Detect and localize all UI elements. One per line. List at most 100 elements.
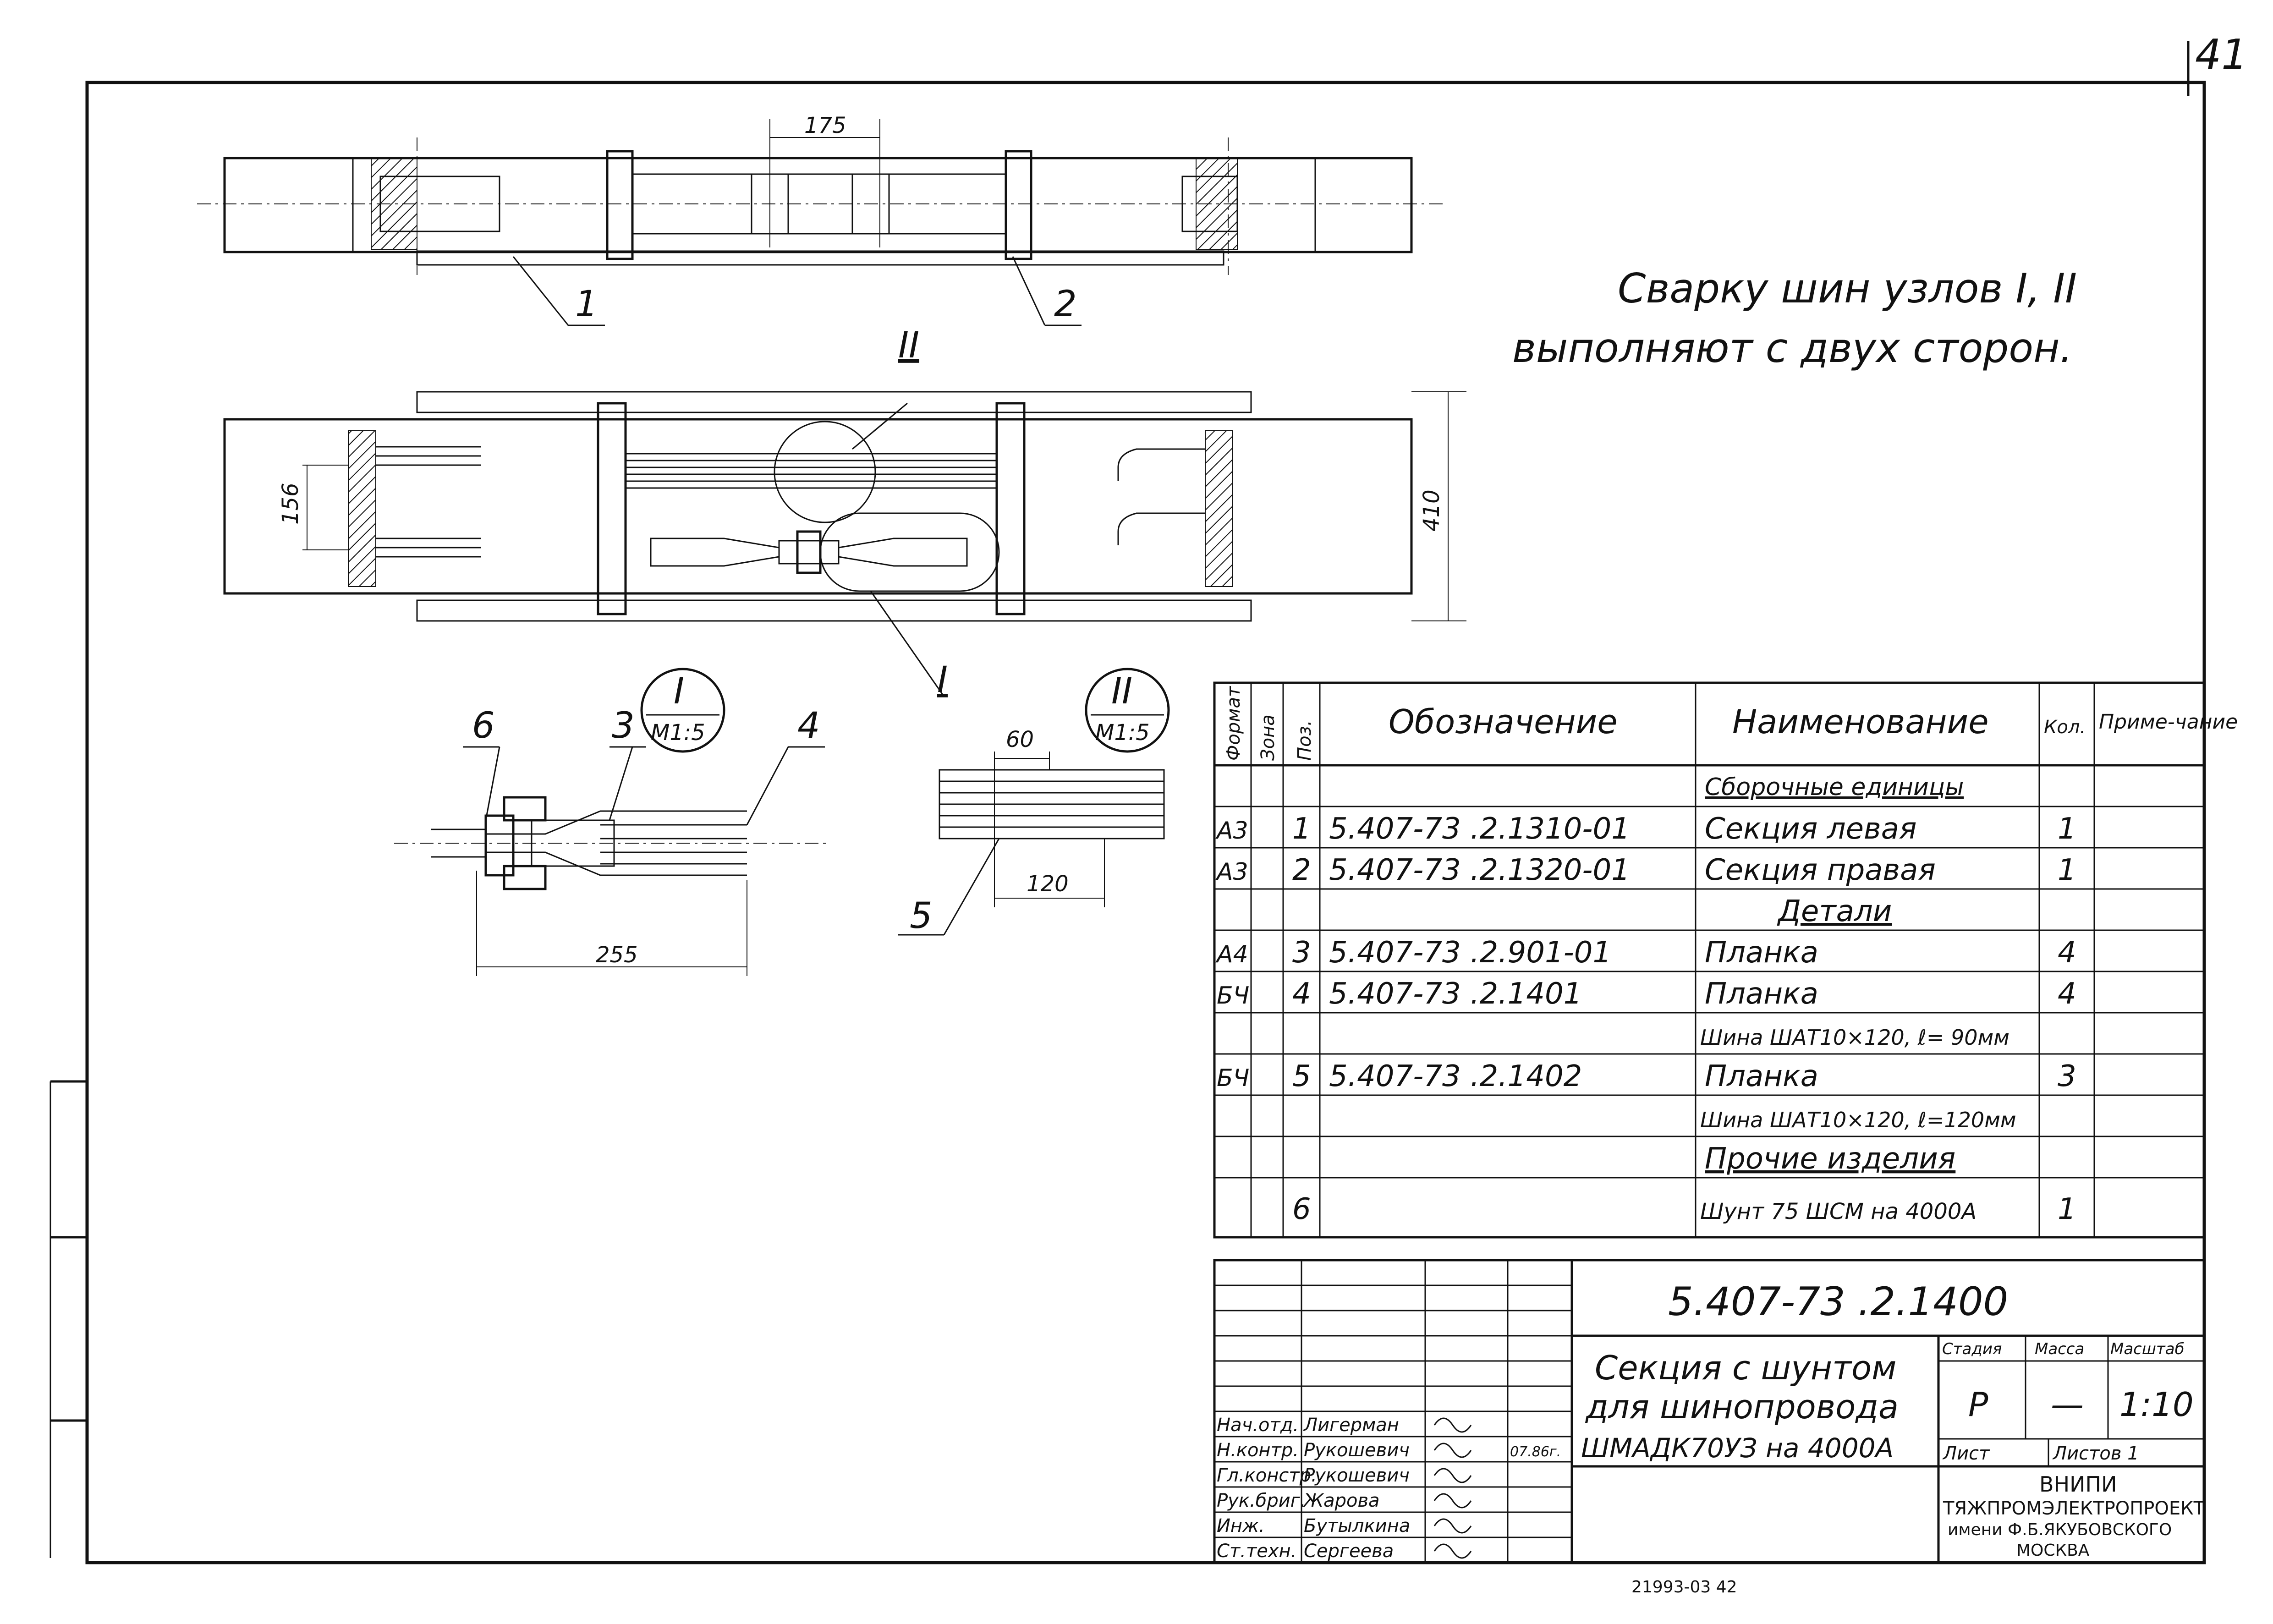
row-1-designation: 5.407-73 .2.1310-01 <box>1329 812 1630 846</box>
signer-0-role: Нач.отд. <box>1217 1415 1299 1436</box>
header-qty: Кол. <box>2044 717 2086 738</box>
row-1-qty: 1 <box>2058 812 2076 846</box>
title-line-1: Секция с шунтом <box>1595 1349 1896 1387</box>
row-7-qty: 3 <box>2058 1059 2076 1093</box>
row-1-name: Секция левая <box>1705 812 1916 846</box>
row-10-name: Шунт 75 ШСМ на 4000А <box>1700 1199 1977 1224</box>
row-1-pos: 1 <box>1292 812 1311 846</box>
row-2-designation: 5.407-73 .2.1320-01 <box>1329 853 1630 887</box>
row-4-designation: 5.407-73 .2.901-01 <box>1329 936 1611 970</box>
row-4-pos: 3 <box>1292 936 1311 970</box>
callout-3: 3 <box>612 705 635 746</box>
dim-156: 156 <box>278 483 303 525</box>
row-5-name: Планка <box>1705 977 1818 1011</box>
signer-1-role: Н.контр. <box>1217 1440 1299 1461</box>
org-1: ВНИПИ <box>2039 1472 2117 1497</box>
note-line-2: выполняют с двух сторон. <box>1512 324 2073 372</box>
signer-3-role: Рук.бриг. <box>1217 1490 1306 1511</box>
org-2: ТЯЖПРОМЭЛЕКТРОПРОЕКТ <box>1943 1498 2205 1519</box>
dim-255: 255 <box>596 942 638 968</box>
detail-II-title: II <box>1111 671 1132 712</box>
specification-table: Формат Зона Поз. Обозначение Наименовани… <box>1213 681 2238 1239</box>
row-2-pos: 2 <box>1292 853 1311 887</box>
org-3: имени Ф.Б.ЯКУБОВСКОГО <box>1948 1520 2172 1539</box>
signer-2-name: Рукошевич <box>1304 1465 1410 1486</box>
signer-1-name: Рукошевич <box>1304 1440 1410 1461</box>
row-1-format: А3 <box>1215 817 1248 845</box>
detail-II-scale: M1:5 <box>1095 720 1150 746</box>
header-zone: Зона <box>1257 714 1279 761</box>
row-5-pos: 4 <box>1292 977 1311 1011</box>
scale-label: Масштаб <box>2110 1340 2185 1358</box>
stage-value: Р <box>1968 1385 1988 1424</box>
mass-value: — <box>2051 1385 2084 1424</box>
row-7-pos: 5 <box>1292 1059 1311 1093</box>
detail-II: II M1:5 60 120 5 <box>898 668 1170 937</box>
row-4-name: Планка <box>1705 936 1818 970</box>
sheet-label: Лист <box>1942 1443 1990 1464</box>
row-2-format: А3 <box>1215 858 1248 886</box>
node-II-label: II <box>898 325 919 366</box>
node-I-label: I <box>937 659 948 701</box>
row-5-format: БЧ <box>1217 982 1249 1010</box>
callout-2: 2 <box>1054 284 1077 325</box>
signer-2-role: Гл.констр. <box>1217 1465 1317 1486</box>
detail-I-scale: M1:5 <box>651 720 705 746</box>
note-line-1: Сварку шин узлов I, II <box>1618 265 2077 312</box>
sign-date: 07.86г. <box>1510 1444 1561 1460</box>
signer-5-name: Сергеева <box>1304 1541 1394 1562</box>
callout-1: 1 <box>575 284 598 325</box>
header-format: Формат <box>1223 686 1244 761</box>
org-4: МОСКВА <box>2016 1541 2090 1560</box>
dim-410: 410 <box>1419 489 1444 532</box>
dim-175: 175 <box>804 113 846 138</box>
signer-3-name: Жарова <box>1302 1490 1380 1511</box>
bottom-code: 21993-03 42 <box>1631 1578 1737 1597</box>
row-5-designation: 5.407-73 .2.1401 <box>1329 977 1582 1011</box>
sheets-label: Листов 1 <box>2052 1443 2139 1464</box>
row-10-qty: 1 <box>2058 1192 2076 1226</box>
dim-60: 60 <box>1006 727 1034 752</box>
row-6-name: Шина ШАТ10×120, ℓ= 90мм <box>1700 1025 2009 1050</box>
scale-value: 1:10 <box>2119 1385 2194 1424</box>
title-block: Нач.отд. Лигерман Н.контр. Рукошевич 07.… <box>1213 1259 2206 1564</box>
detail-I-title: I <box>674 671 684 712</box>
row-8-name: Шина ШАТ10×120, ℓ=120мм <box>1700 1108 2016 1132</box>
row-9-name: Прочие изделия <box>1705 1142 1955 1176</box>
signer-4-name: Бутылкина <box>1304 1515 1410 1536</box>
callout-5: 5 <box>910 895 933 937</box>
row-7-designation: 5.407-73 .2.1402 <box>1329 1059 1582 1093</box>
header-name: Наименование <box>1732 702 1989 741</box>
sheet-number: 41 <box>2195 31 2248 79</box>
doc-number: 5.407-73 .2.1400 <box>1668 1279 2008 1325</box>
top-view: 175 1 2 <box>197 113 1444 326</box>
dim-120: 120 <box>1027 871 1069 897</box>
welding-note: Сварку шин узлов I, II выполняют с двух … <box>1512 265 2077 372</box>
row-10-pos: 6 <box>1292 1192 1311 1226</box>
callout-6: 6 <box>472 705 495 746</box>
plan-view: 156 410 II I <box>223 325 1466 701</box>
header-pos: Поз. <box>1294 720 1315 761</box>
row-7-name: Планка <box>1705 1059 1818 1093</box>
row-4-qty: 4 <box>2058 936 2076 970</box>
mass-label: Масса <box>2035 1340 2084 1358</box>
signer-4-role: Инж. <box>1217 1515 1265 1536</box>
detail-I: I M1:5 255 6 3 4 <box>394 668 829 976</box>
row-7-format: БЧ <box>1217 1064 1249 1092</box>
row-3-name: Детали <box>1777 894 1892 928</box>
row-4-format: А4 <box>1215 941 1248 968</box>
stage-label: Стадия <box>1942 1340 2002 1358</box>
title-line-2: для шинопровода <box>1585 1388 1899 1426</box>
callout-4: 4 <box>797 705 820 746</box>
row-5-qty: 4 <box>2058 977 2076 1011</box>
row-0-name: Сборочные единицы <box>1705 774 1964 801</box>
row-2-name: Секция правая <box>1705 853 1936 887</box>
signer-5-role: Ст.техн. <box>1217 1541 1296 1562</box>
header-note: Приме-чание <box>2099 710 2238 734</box>
row-2-qty: 1 <box>2058 853 2076 887</box>
title-line-3: ШМАДК70УЗ на 4000А <box>1581 1432 1894 1464</box>
signatures <box>1433 1417 1472 1559</box>
header-designation: Обозначение <box>1389 702 1618 741</box>
